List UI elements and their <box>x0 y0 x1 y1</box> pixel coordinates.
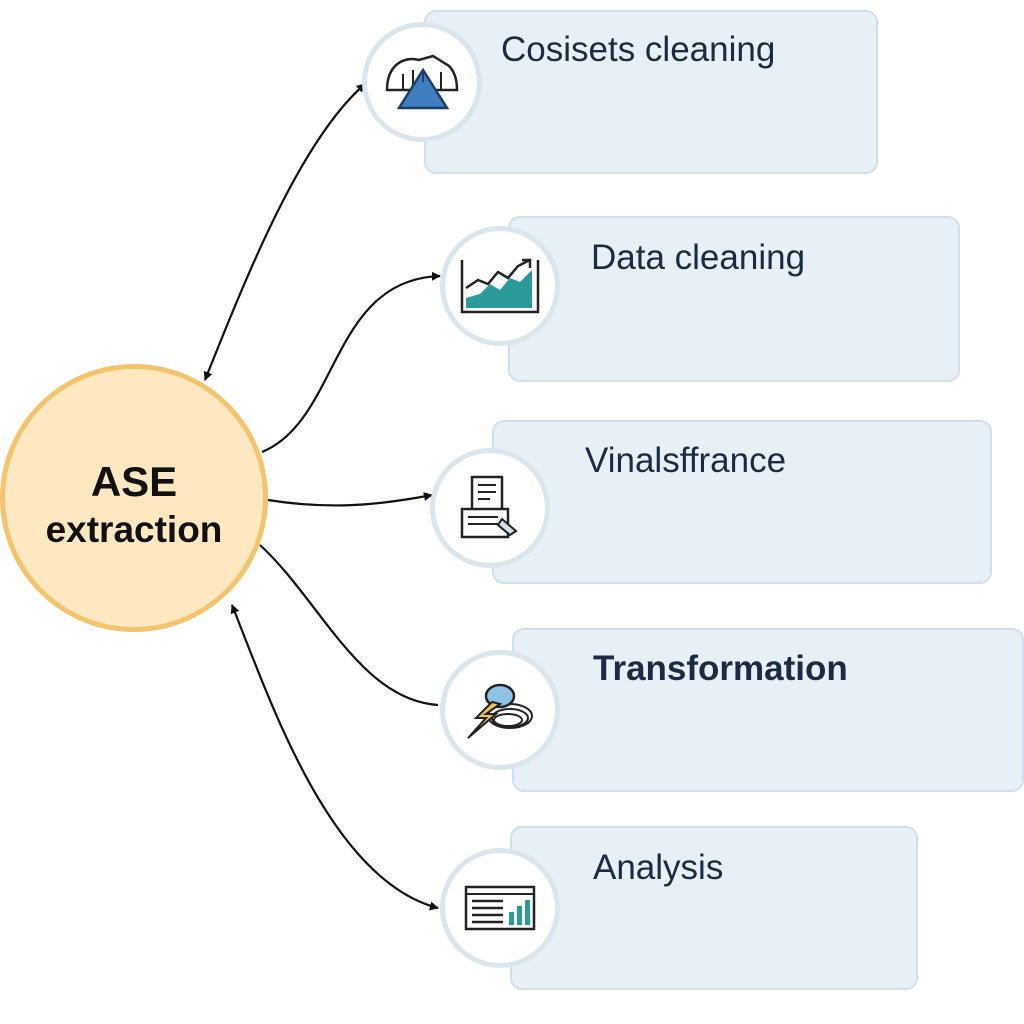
step-label-5: Analysis <box>593 848 724 887</box>
step-node-3 <box>430 448 550 568</box>
step-label-4: Transformation <box>593 649 848 688</box>
arrow-to-step-5 <box>230 604 439 911</box>
step-node-4 <box>440 650 560 770</box>
step-card-5 <box>510 826 918 990</box>
step-label-3: Vinalsffrance <box>585 441 787 480</box>
center-subtitle: extraction <box>45 509 223 550</box>
step-node-1 <box>362 22 482 142</box>
arrow-to-step-3 <box>267 492 433 507</box>
step-card-4 <box>512 628 1024 792</box>
step-label-2: Data cleaning <box>591 238 806 277</box>
document-stack-icon <box>460 475 518 539</box>
tent-triangle-icon <box>385 54 459 110</box>
arrow-to-step-2 <box>261 271 441 454</box>
line-to-step-4 <box>259 544 439 707</box>
line-area-chart-icon <box>460 258 540 314</box>
center-node: ASE extraction <box>0 364 268 632</box>
step-node-5 <box>440 848 560 968</box>
step-node-2 <box>440 226 560 346</box>
step-label-1: Cosisets cleaning <box>501 30 776 69</box>
step-card-3 <box>492 420 992 584</box>
step-card-2 <box>508 216 960 382</box>
report-bar-chart-icon <box>464 885 536 931</box>
step-card-1 <box>424 10 878 174</box>
lightning-plug-icon <box>467 683 533 739</box>
arrow-to-step-1 <box>203 83 366 381</box>
center-title: ASE <box>90 458 178 505</box>
